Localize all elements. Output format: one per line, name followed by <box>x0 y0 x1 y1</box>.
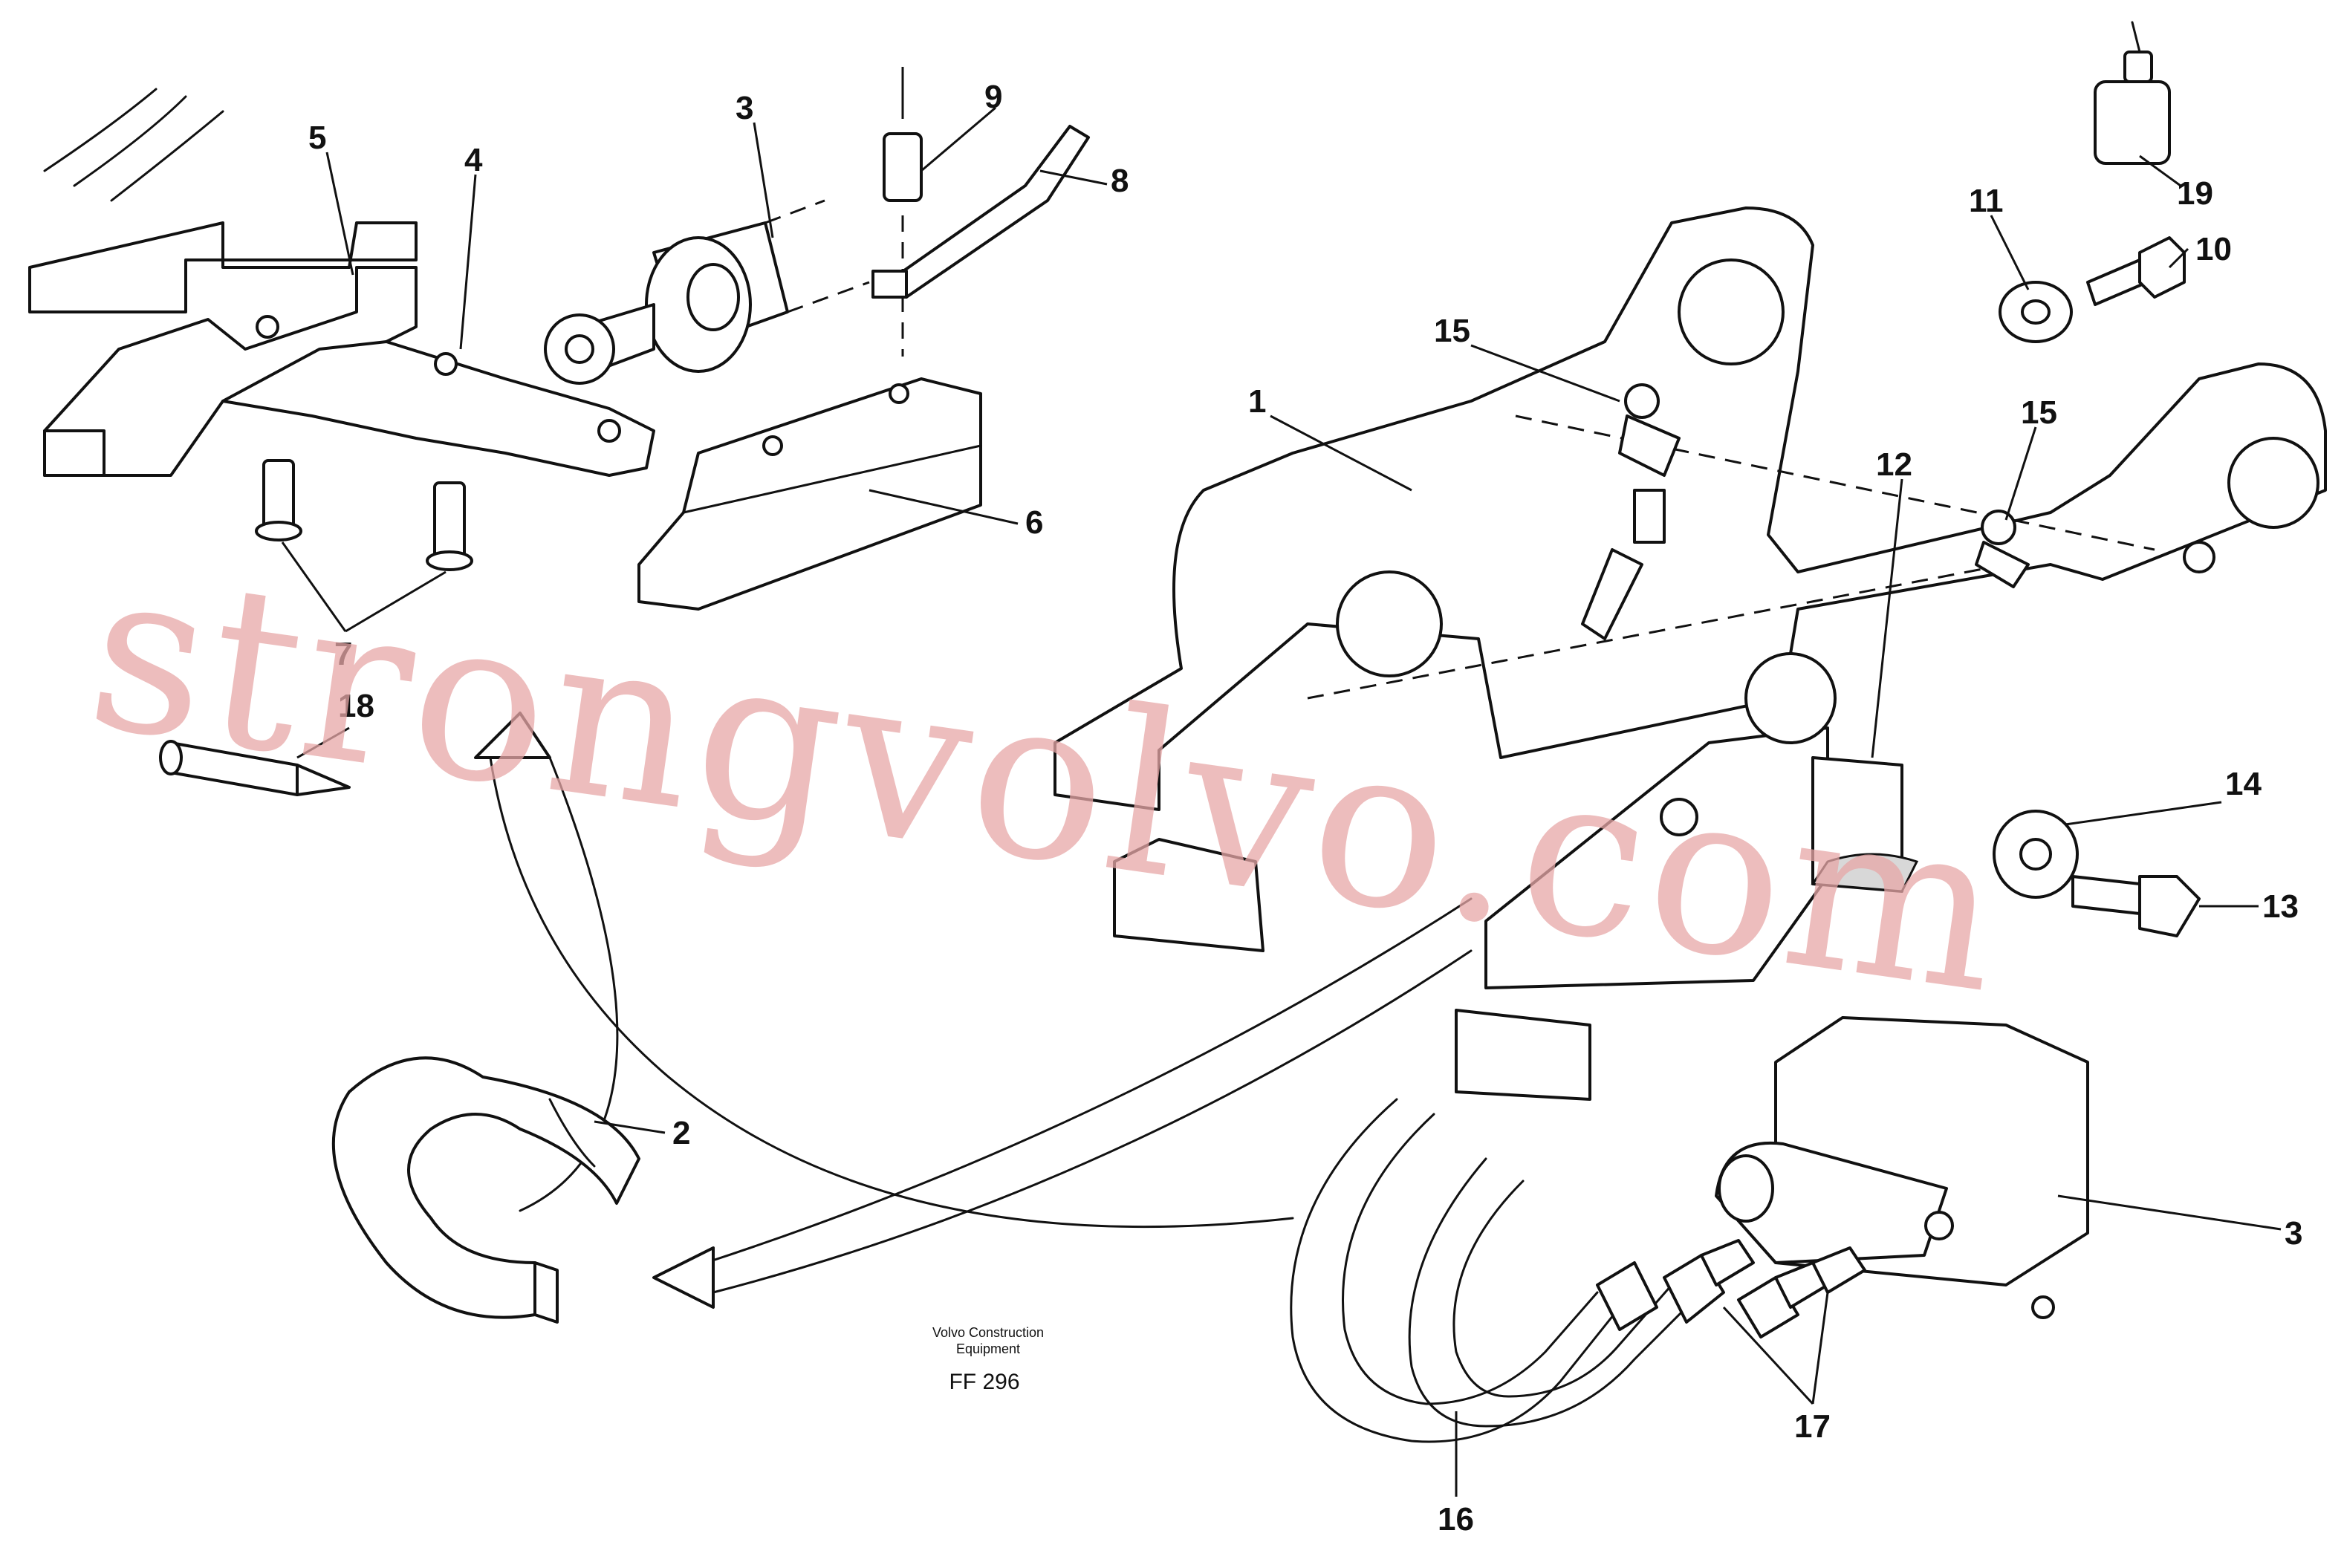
callout-8: 8 <box>1111 163 1129 199</box>
caption-company-line1: Volvo Construction <box>932 1325 1044 1340</box>
callout-2: 2 <box>672 1115 690 1151</box>
callout-5: 5 <box>308 120 326 156</box>
callout-1: 1 <box>1248 383 1266 420</box>
arrow-to-pin <box>474 712 1294 1229</box>
lower-plate-part-1 <box>1113 652 1837 1101</box>
bottle-part-19 <box>2094 21 2171 165</box>
bracket-part-5 <box>28 88 418 477</box>
caption-company-line2: Equipment <box>956 1341 1020 1356</box>
callout-3-upper: 3 <box>736 90 753 126</box>
leader-lines <box>281 106 2282 1497</box>
callout-3-lower: 3 <box>2285 1215 2302 1252</box>
callout-7: 7 <box>334 636 352 672</box>
callout-4: 4 <box>464 142 483 178</box>
hose-part-16 <box>1290 1098 1688 1443</box>
block-part-12 <box>1811 756 1919 893</box>
callout-15-right: 15 <box>2021 394 2057 431</box>
callout-12: 12 <box>1876 446 1912 483</box>
pin-part-9 <box>883 67 923 357</box>
callout-15-left: 15 <box>1434 313 1470 349</box>
caption-figure-code: FF 296 <box>949 1370 1019 1394</box>
ring-part-2 <box>331 1056 640 1324</box>
callout-13: 13 <box>2262 888 2299 925</box>
callout-9: 9 <box>984 79 1002 115</box>
callout-17: 17 <box>1794 1408 1831 1445</box>
bolt-part-10 <box>2086 236 2186 306</box>
bolt-part-13 <box>2071 875 2201 937</box>
callout-6: 6 <box>1025 504 1043 541</box>
arrow-to-ring <box>652 897 1473 1309</box>
callout-labels: 5 4 3 9 8 6 7 18 1 15 15 11 10 19 12 14 … <box>308 79 2302 1538</box>
cylinder-part-3 <box>544 199 870 385</box>
callout-14: 14 <box>2225 766 2262 802</box>
pin-part-18 <box>159 740 351 796</box>
figure-caption: Volvo Construction Equipment FF 296 <box>932 1325 1044 1394</box>
plate-part-4 <box>221 340 655 477</box>
fittings-part-17 <box>1596 1239 1866 1338</box>
washer-part-11 <box>1999 281 2073 343</box>
bolts-part-7 <box>255 459 473 571</box>
block-part-6 <box>637 377 982 611</box>
callout-18: 18 <box>338 688 374 724</box>
callout-11: 11 <box>1969 183 2004 219</box>
callout-16: 16 <box>1438 1501 1474 1538</box>
callout-10: 10 <box>2195 231 2232 267</box>
callout-19: 19 <box>2177 175 2213 212</box>
rod-part-8 <box>871 125 1090 299</box>
valve-block-part-3 <box>1715 1016 2089 1319</box>
fitting-part-15-left <box>1581 383 1681 640</box>
washer-part-14 <box>1993 810 2079 899</box>
